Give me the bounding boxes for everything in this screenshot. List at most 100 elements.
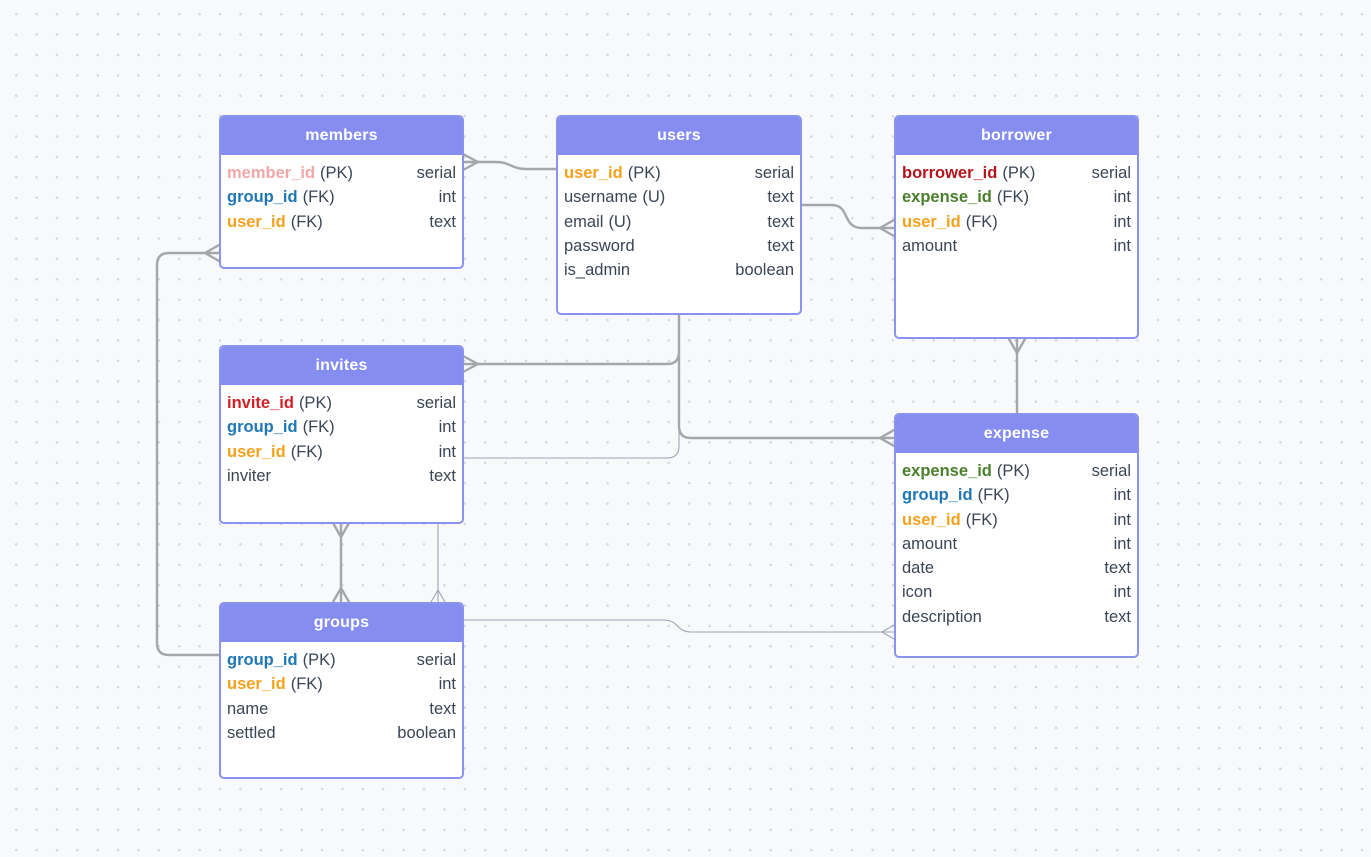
column-name: icon [902,583,933,602]
column-label: user_id(PK) [564,161,661,185]
key-marker: (PK) [627,164,661,182]
column-label: user_id(FK) [227,672,323,696]
table-row[interactable]: group_id(FK)int [896,483,1137,507]
column-type: text [767,188,794,207]
column-label: expense_id(FK) [902,185,1029,209]
table-row[interactable]: username(U) text [558,185,800,209]
table-row[interactable]: user_id(FK) int [221,672,462,696]
table-row[interactable]: expense_id(PK)serial [896,459,1137,483]
column-type: text [429,212,456,231]
table-row[interactable]: user_id(FK)int [896,508,1137,532]
table-row[interactable]: member_id(PK)serial [221,161,462,185]
table-row[interactable]: expense_id(FK)int [896,185,1137,209]
column-name: is_admin [564,261,631,280]
table-header[interactable]: expense [896,415,1137,453]
column-type: serial [754,164,794,182]
column-label: inviter [227,464,271,488]
column-type: int [1113,212,1131,231]
relation-users-expense [677,350,896,448]
column-label: name [227,697,268,721]
column-type: text [1104,559,1131,578]
relation-groups-members [155,243,221,657]
column-label: password [564,234,635,258]
column-name: group_id [227,651,298,669]
column-type: int [438,442,456,461]
relation-invites-groups-thin [430,522,446,603]
key-marker: (FK) [965,212,998,231]
key-marker: (U) [608,212,632,231]
column-name: group_id [902,486,973,505]
table-row[interactable]: group_id(FK)int [221,415,462,439]
table-borrower[interactable]: borrower borrower_id(PK) serial expense_id… [894,115,1139,339]
column-type: int [1113,486,1131,505]
column-type: int [438,675,456,694]
column-name: invite_id [227,394,294,412]
key-marker: (FK) [965,510,998,529]
table-row[interactable]: user_id(FK) int [896,210,1137,234]
table-row[interactable]: user_id(PK) serial [558,161,800,185]
table-header[interactable]: users [558,117,800,155]
column-name: amount [902,236,958,255]
table-users[interactable]: users user_id(PK) serial username(U) text em… [556,115,802,315]
column-label: username(U) [564,185,665,209]
column-type: text [429,699,456,718]
column-label: invite_id(PK) [227,391,332,415]
column-name: user_id [227,212,286,231]
column-name: member_id [227,164,316,182]
key-marker: (FK) [302,418,335,437]
table-row[interactable]: borrower_id(PK) serial [896,161,1137,185]
table-header[interactable]: borrower [896,117,1137,155]
column-label: user_id(FK) [902,210,998,234]
table-row[interactable]: date text [896,556,1137,580]
table-row[interactable]: group_id(PK)serial [221,648,462,672]
relation-users-invites [461,313,681,374]
column-name: date [902,559,935,578]
column-label: member_id(PK) [227,161,353,185]
relation-members-users [461,152,558,172]
column-label: icon [902,580,932,604]
table-header[interactable]: groups [221,604,462,642]
column-name: inviter [227,466,272,485]
column-type: serial [1091,164,1131,182]
key-marker: (U) [642,188,666,207]
column-name: amount [902,534,958,553]
table-header[interactable]: members [221,117,462,155]
column-label: user_id(FK) [227,210,323,234]
table-row[interactable]: user_id(FK)int [221,440,462,464]
table-row[interactable]: email(U)text [558,210,800,234]
column-name: expense_id [902,462,992,480]
table-header[interactable]: invites [221,347,462,385]
column-label: amount [902,234,957,258]
key-marker: (PK) [320,164,354,182]
table-row[interactable]: name text [221,697,462,721]
key-marker: (PK) [298,394,332,412]
column-label: email(U) [564,210,631,234]
table-row[interactable]: password text [558,234,800,258]
column-type: text [767,236,794,255]
table-row[interactable]: user_id(FK) text [221,210,462,234]
column-label: user_id(FK) [902,508,998,532]
column-label: description [902,605,982,629]
column-label: group_id(PK) [227,648,336,672]
column-type: int [438,418,456,437]
relation-borrower-expense [1007,337,1027,415]
column-label: group_id(FK) [227,185,335,209]
table-row[interactable]: group_id(FK)int [221,185,462,209]
column-label: borrower_id(PK) [902,161,1035,185]
table-row[interactable]: invite_id(PK)serial [221,391,462,415]
